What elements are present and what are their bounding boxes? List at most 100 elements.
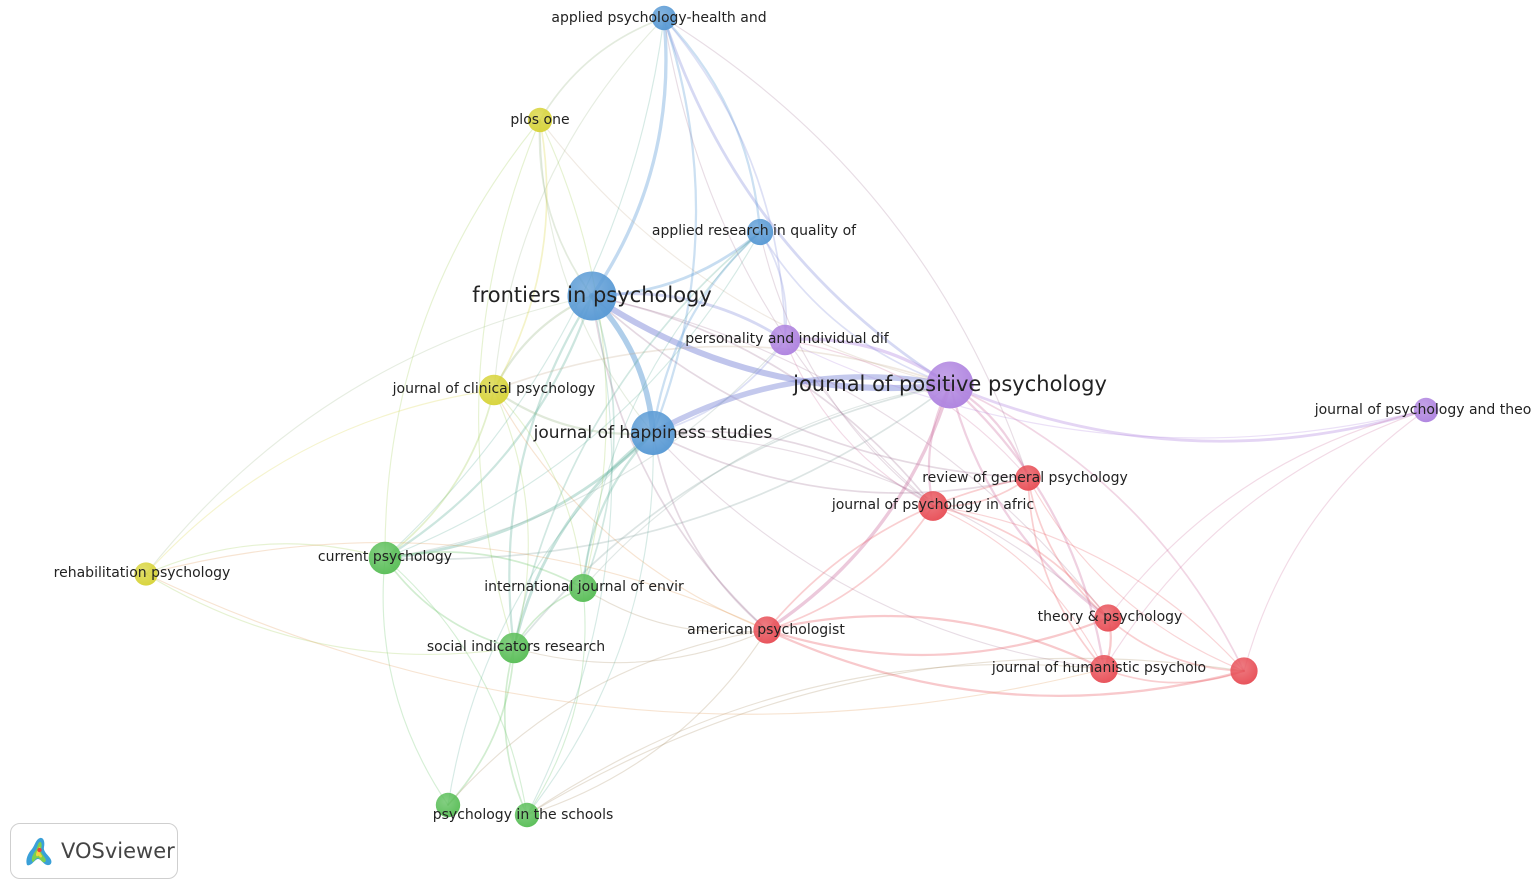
node-jhs[interactable] [630,410,676,456]
label-pits[interactable]: psychology in the schools [433,807,614,823]
label-jcp[interactable]: journal of clinical psychology [392,381,596,397]
link-jhs-green_unl [447,432,654,806]
link-ap-rgp [766,477,1029,631]
label-sir[interactable]: social indicators research [427,639,605,655]
link-frontiers-pid [590,292,787,342]
link-frontiers-rehab [145,295,593,575]
node-frontiers[interactable] [567,271,617,321]
link-jhs-pits [526,432,654,816]
link-pid-rgp [784,339,1029,479]
label-jhs[interactable]: journal of happiness studies [533,423,773,443]
link-ap-jpa [766,505,934,631]
link-tp-red_unl [1107,617,1245,672]
label-arq[interactable]: applied research in quality of [652,223,857,239]
link-jhs-plos [539,119,654,434]
node-sir[interactable] [498,632,530,664]
link-jpp-ije [582,384,951,589]
link-ije-ap [582,587,768,633]
link-rehab-jhp [145,573,1105,715]
node-pid[interactable] [769,324,801,356]
node-layer [134,5,1439,828]
link-sir-green_unl [447,647,515,806]
node-cp[interactable] [368,541,402,575]
link-frontiers-pits [526,295,613,816]
label-jpt[interactable]: journal of psychology and theo [1314,402,1532,418]
link-cp-rehab [145,543,386,575]
link-ap-green_unl [447,629,768,806]
link-cp-ije [384,551,584,589]
label-ap[interactable]: american psychologist [687,622,845,638]
node-jpp[interactable] [926,361,974,409]
label-ije[interactable]: international journal of envir [484,579,684,595]
node-pits[interactable] [514,802,540,828]
link-layer [145,16,1428,816]
link-jcp-sir [493,389,529,649]
node-jcp[interactable] [478,374,510,406]
link-jpp-red_unl [949,384,1245,672]
link-ap-tp [765,616,1110,657]
link-ap-jhp [765,614,1106,671]
link-jpp-sir [513,384,951,649]
label-pid[interactable]: personality and individual dif [685,331,890,347]
link-jhs-tp [652,432,1109,619]
link-jpp-cp [384,384,951,560]
node-arq[interactable] [746,218,774,246]
link-jhp-pits [526,663,1105,816]
node-ap[interactable] [753,616,781,644]
node-tp[interactable] [1094,604,1122,632]
node-aph[interactable] [651,5,677,31]
link-aph-jcp [493,17,665,391]
label-aph[interactable]: applied psychology-health and [551,10,766,26]
link-cp-sir [384,557,515,649]
label-layer: frontiers in psychology journal of positi… [54,10,1532,823]
label-frontiers[interactable]: frontiers in psychology [472,283,712,307]
vosviewer-logo-icon [26,837,52,866]
link-plos-sir [478,119,541,649]
label-jpa[interactable]: journal of psychology in afric [831,497,1034,513]
link-jhs-rgp [652,432,1029,494]
link-rehab-ap [145,542,768,631]
link-cp-pits [384,557,528,816]
link-jpp-ap [765,383,952,632]
link-pits-red_unl [526,657,1245,816]
label-plos[interactable]: plos one [510,112,569,128]
link-plos-cp [384,119,541,559]
node-green_unl[interactable] [435,792,461,818]
label-cp[interactable]: current psychology [318,549,452,565]
link-jcp-ap [493,389,768,631]
link-frontiers-aph [590,16,668,298]
label-jpp[interactable]: journal of positive psychology [792,372,1107,396]
link-frontiers-tp [591,295,1109,619]
link-frontiers-cp [383,294,594,560]
link-tp-jpt [1107,409,1427,619]
link-aph-rgp [663,17,1029,479]
link-cp-green_unl [382,557,449,806]
node-ije[interactable] [568,573,598,603]
node-jpt[interactable] [1413,397,1439,423]
link-arq-sir [513,231,761,649]
link-frontiers-ap [591,295,768,631]
link-jpp-arq [759,231,951,386]
label-tp[interactable]: theory & psychology [1038,609,1183,625]
link-jcp-ije [493,389,584,589]
link-jpp-tp [948,383,1110,620]
node-jhp[interactable] [1089,654,1119,684]
link-jcp-cp [384,389,495,559]
link-aph-pid [663,17,786,341]
node-jpa[interactable] [918,491,948,521]
node-rgp[interactable] [1015,465,1041,491]
link-jpp-plos [539,119,951,386]
link-jhs-aph [651,16,698,435]
label-rehab[interactable]: rehabilitation psychology [54,565,231,581]
link-jhs-arq [651,230,762,435]
label-rgp[interactable]: review of general psychology [922,470,1128,486]
vosviewer-brand: VOSviewer [61,839,175,863]
node-red_unl[interactable] [1230,657,1258,685]
link-sir-ap [513,629,768,664]
label-jhp[interactable]: journal of humanistic psycholo [991,660,1206,676]
node-plos[interactable] [527,107,553,133]
link-arq-jpa [759,231,934,507]
node-rehab[interactable] [134,562,158,586]
